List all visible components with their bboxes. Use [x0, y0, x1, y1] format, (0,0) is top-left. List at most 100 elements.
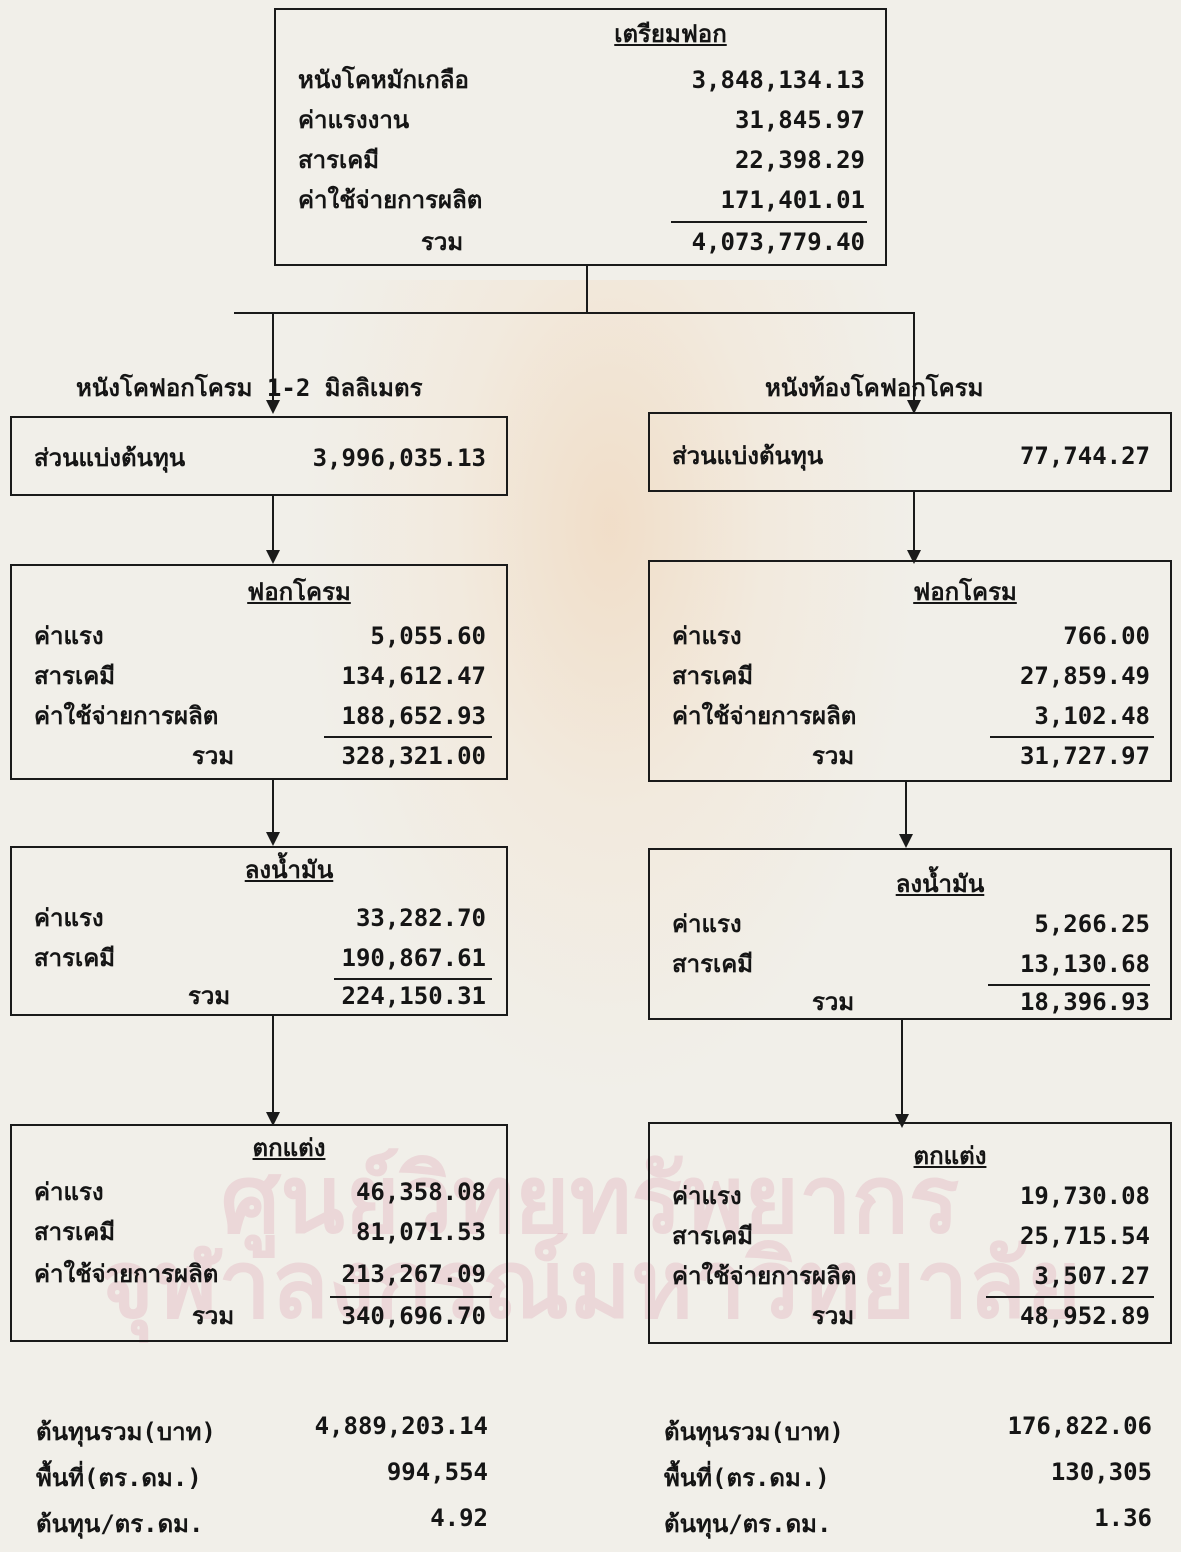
tanning-row: ค่าแรง 766.00	[650, 618, 1170, 654]
preparation-box: เตรียมฟอก หนังโคหมักเกลือ 3,848,134.13 ค…	[274, 8, 887, 266]
row-value: 171,401.01	[720, 186, 866, 214]
oiling-total: รวม 18,396.93	[650, 984, 1170, 1020]
left-oiling-box: ลงน้ำมัน ค่าแรง 33,282.70 สารเคมี 190,86…	[10, 846, 508, 1016]
right-share-box: ส่วนแบ่งต้นทุน 77,744.27	[648, 412, 1172, 492]
row-value: 5,266.25	[1034, 910, 1150, 938]
left-share-box: ส่วนแบ่งต้นทุน 3,996,035.13	[10, 416, 508, 496]
summary-label: ต้นทุนรวม(บาท)	[36, 1418, 216, 1446]
left-finishing-box: ตกแต่ง ค่าแรง 46,358.08 สารเคมี 81,071.5…	[10, 1124, 508, 1342]
summary-label: ต้นทุนรวม(บาท)	[664, 1418, 844, 1446]
arrow-down-icon	[266, 400, 280, 414]
oiling-row: สารเคมี 190,867.61	[12, 940, 506, 976]
left-tanning-box: ฟอกโครม ค่าแรง 5,055.60 สารเคมี 134,612.…	[10, 564, 508, 780]
right-tanning-box: ฟอกโครม ค่าแรง 766.00 สารเคมี 27,859.49 …	[648, 560, 1172, 782]
right-finishing-box: ตกแต่ง ค่าแรง 19,730.08 สารเคมี 25,715.5…	[648, 1122, 1172, 1344]
row-label: สารเคมี	[672, 662, 754, 690]
total-label: รวม	[192, 1302, 235, 1330]
oiling-title: ลงน้ำมัน	[895, 870, 985, 898]
tanning-total: รวม 31,727.97	[650, 738, 1170, 774]
arrow-down-icon	[907, 400, 921, 414]
row-label: ส่วนแบ่งต้นทุน	[34, 444, 186, 472]
total-value: 18,396.93	[1019, 988, 1150, 1016]
total-value: 31,727.97	[1019, 742, 1150, 770]
share-row: ส่วนแบ่งต้นทุน 77,744.27	[650, 438, 1170, 474]
total-label: รวม	[812, 742, 855, 770]
row-value: 19,730.08	[1019, 1182, 1150, 1210]
arrow-down-icon	[895, 1114, 909, 1128]
total-label: รวม	[812, 1302, 855, 1330]
tanning-title: ฟอกโครม	[913, 578, 1017, 606]
total-label: รวม	[812, 988, 855, 1016]
preparation-row: ค่าแรงงาน 31,845.97	[276, 102, 885, 138]
row-value: 3,848,134.13	[691, 66, 865, 94]
row-value: 13,130.68	[1019, 950, 1150, 978]
arrow-down-icon	[899, 834, 913, 848]
finishing-row: สารเคมี 81,071.53	[12, 1214, 506, 1250]
row-value: 3,996,035.13	[312, 444, 486, 472]
right-oiling-box: ลงน้ำมัน ค่าแรง 5,266.25 สารเคมี 13,130.…	[648, 848, 1172, 1020]
oiling-total: รวม 224,150.31	[12, 978, 506, 1014]
finishing-title: ตกแต่ง	[252, 1134, 326, 1162]
finishing-row: ค่าแรง 46,358.08	[12, 1174, 506, 1210]
sum-underline	[988, 984, 1150, 986]
tanning-title: ฟอกโครม	[247, 578, 351, 606]
tanning-row: ค่าใช้จ่ายการผลิต 188,652.93	[12, 698, 506, 734]
sum-underline	[324, 736, 492, 738]
row-label: ค่าใช้จ่ายการผลิต	[34, 702, 219, 730]
row-value: 22,398.29	[734, 146, 865, 174]
connector-line	[272, 496, 274, 552]
row-value: 27,859.49	[1019, 662, 1150, 690]
oiling-row: สารเคมี 13,130.68	[650, 946, 1170, 982]
sum-underline	[990, 736, 1154, 738]
tanning-total: รวม 328,321.00	[12, 738, 506, 774]
right-branch-label: หนังท้องโคฟอกโครม	[765, 374, 984, 402]
row-value: 213,267.09	[341, 1260, 487, 1288]
row-label: ค่าใช้จ่ายการผลิต	[34, 1260, 219, 1288]
row-label: สารเคมี	[34, 662, 116, 690]
arrow-down-icon	[266, 550, 280, 564]
row-label: ค่าใช้จ่ายการผลิต	[672, 1262, 857, 1290]
row-label: สารเคมี	[298, 146, 380, 174]
summary-label: พื้นที่(ตร.ดม.)	[36, 1464, 202, 1492]
connector-line	[272, 1016, 274, 1114]
row-label: สารเคมี	[672, 1222, 754, 1250]
oiling-title: ลงน้ำมัน	[244, 856, 334, 884]
summary-label: พื้นที่(ตร.ดม.)	[664, 1464, 830, 1492]
total-value: 48,952.89	[1019, 1302, 1150, 1330]
row-label: ค่าแรง	[34, 1178, 104, 1206]
connector-line	[272, 780, 274, 834]
row-label: ค่าใช้จ่ายการผลิต	[298, 186, 483, 214]
row-label: ค่าแรง	[34, 622, 104, 650]
summary-value: 1.36	[1094, 1504, 1152, 1532]
total-value: 4,073,779.40	[691, 228, 865, 256]
summary-value: 130,305	[1050, 1458, 1152, 1486]
row-value: 5,055.60	[370, 622, 486, 650]
connector-line	[913, 312, 915, 402]
preparation-row: หนังโคหมักเกลือ 3,848,134.13	[276, 62, 885, 98]
oiling-row: ค่าแรง 5,266.25	[650, 906, 1170, 942]
connector-line	[272, 312, 274, 402]
finishing-total: รวม 340,696.70	[12, 1298, 506, 1334]
row-label: สารเคมี	[672, 950, 754, 978]
summary-label: ต้นทุน/ตร.ดม.	[36, 1510, 204, 1538]
summary-label: ต้นทุน/ตร.ดม.	[664, 1510, 832, 1538]
connector-line	[901, 1020, 903, 1116]
row-value: 31,845.97	[734, 106, 865, 134]
share-row: ส่วนแบ่งต้นทุน 3,996,035.13	[12, 440, 506, 476]
total-value: 224,150.31	[341, 982, 487, 1010]
connector-line	[913, 492, 915, 552]
row-label: สารเคมี	[34, 944, 116, 972]
row-value: 190,867.61	[341, 944, 487, 972]
preparation-total: รวม 4,073,779.40	[276, 224, 885, 260]
summary-value: 4.92	[430, 1504, 488, 1532]
oiling-row: ค่าแรง 33,282.70	[12, 900, 506, 936]
row-label: ค่าแรง	[34, 904, 104, 932]
finishing-row: สารเคมี 25,715.54	[650, 1218, 1170, 1254]
row-label: หนังโคหมักเกลือ	[298, 66, 469, 94]
preparation-row: ค่าใช้จ่ายการผลิต 171,401.01	[276, 182, 885, 218]
finishing-row: ค่าแรง 19,730.08	[650, 1178, 1170, 1214]
finishing-row: ค่าใช้จ่ายการผลิต 213,267.09	[12, 1256, 506, 1292]
sum-underline	[986, 1296, 1154, 1298]
left-branch-label: หนังโคฟอกโครม 1-2 มิลลิเมตร	[76, 374, 423, 402]
tanning-row: ค่าแรง 5,055.60	[12, 618, 506, 654]
